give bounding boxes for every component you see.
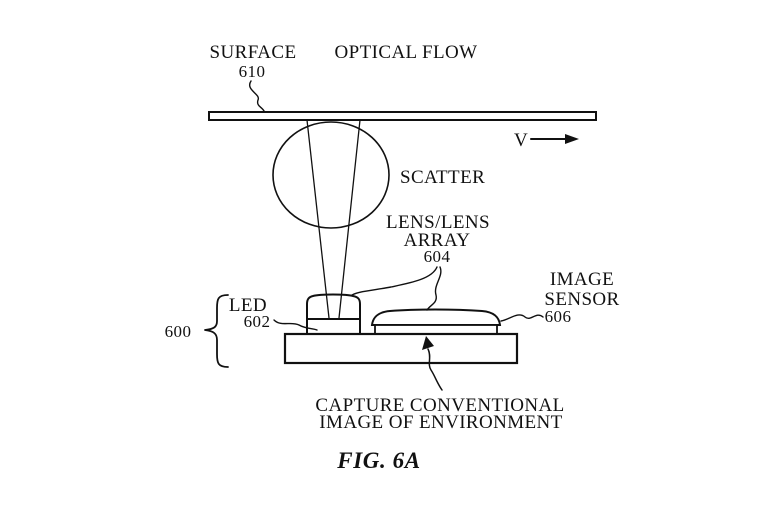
optical-flow-label: OPTICAL FLOW: [335, 42, 478, 63]
figure-caption: FIG. 6A: [336, 448, 420, 473]
light-ray-right: [338, 119, 361, 319]
surface-ref-label: 610: [239, 62, 266, 81]
surface-bar: [208, 111, 597, 121]
light-ray-left: [306, 119, 330, 319]
led-body: [306, 318, 361, 336]
sensor-body: [374, 324, 498, 335]
lens-leader-line-left: [351, 266, 438, 296]
image-sensor-label-line2: SENSOR: [544, 289, 619, 310]
lens-array-label-line1: LENS/LENS: [386, 212, 490, 233]
led-leader-line: [273, 319, 318, 331]
image-sensor-ref-label: 606: [545, 307, 572, 326]
assembly-brace: [204, 294, 229, 368]
led-ref-label: 602: [244, 312, 271, 331]
led-lens-dome: [306, 293, 361, 320]
led-label: LED: [229, 295, 267, 316]
capture-arrow-head: [422, 336, 434, 350]
lens-leader-line-right: [426, 266, 442, 311]
surface-leader-line: [249, 80, 265, 112]
capture-arrow-tail: [427, 348, 443, 391]
capture-caption-line2: IMAGE OF ENVIRONMENT: [319, 412, 562, 433]
substrate: [283, 332, 519, 365]
velocity-arrow-head: [565, 134, 579, 144]
surface-label: SURFACE: [210, 42, 297, 63]
sensor-lens-dome: [370, 308, 502, 326]
assembly-ref-label: 600: [165, 322, 192, 341]
lens-array-ref-label: 604: [424, 247, 451, 266]
lens-array-label-line2: ARRAY: [404, 230, 471, 251]
scatter-label: SCATTER: [400, 167, 485, 188]
image-sensor-label-line1: IMAGE: [550, 269, 614, 290]
sensor-leader-line: [500, 314, 544, 322]
velocity-label: V: [514, 130, 528, 151]
capture-caption-line1: CAPTURE CONVENTIONAL: [315, 395, 564, 416]
scatter-circle: [272, 121, 390, 229]
